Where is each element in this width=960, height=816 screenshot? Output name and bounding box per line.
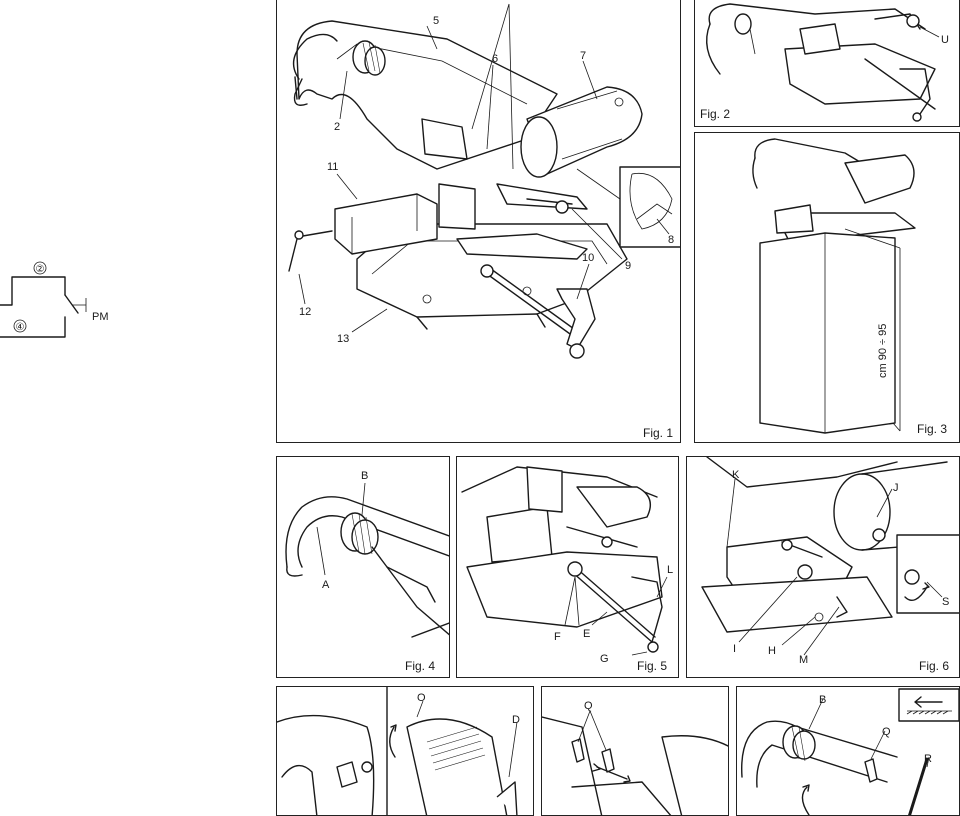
fig1-callout-5: 5 (433, 15, 439, 27)
terminal-bottom-label: ④ (16, 322, 25, 333)
figure-3-panel: cm 90 ÷ 95 Fig. 3 (694, 132, 960, 443)
fig6-callout-i: I (733, 643, 736, 655)
figure-2-panel: U Fig. 2 (694, 0, 960, 127)
schematic-drawing: ② ④ PM (0, 261, 109, 338)
fig5-caption: Fig. 5 (637, 659, 667, 673)
fig1-callout-11: 11 (327, 161, 338, 173)
fig1-callout-12: 12 (299, 306, 311, 318)
fig9-callout-q: Q (882, 726, 891, 738)
figure-7-drawing: O D (277, 687, 520, 815)
fig5-callout-f: F (554, 631, 561, 643)
fig6-caption: Fig. 6 (919, 659, 949, 673)
figure-9-panel: B Q R (736, 686, 960, 816)
fig1-callout-10: 10 (582, 252, 594, 264)
figure-9-drawing: B Q R (741, 688, 959, 815)
fig1-callout-13: 13 (337, 333, 349, 345)
figure-5-panel: L F E G Fig. 5 (456, 456, 679, 678)
fig1-callout-6: 6 (492, 53, 498, 65)
fig7-callout-d: D (512, 714, 520, 726)
switch-label: PM (92, 311, 109, 323)
fig9-callout-r: R (924, 753, 932, 765)
fig5-callout-e: E (583, 628, 590, 640)
fig8-callout-q: Q (584, 700, 593, 712)
figure-3-drawing: cm 90 ÷ 95 Fig. 3 (752, 138, 947, 436)
fig4-callout-a: A (322, 579, 330, 591)
fig5-callout-l: L (667, 564, 673, 576)
fig1-callout-2: 2 (334, 121, 340, 133)
figure-7-panel: O D (276, 686, 534, 816)
terminal-top-label: ② (36, 264, 45, 275)
fig6-callout-k: K (732, 469, 740, 481)
fig6-callout-h: H (768, 645, 776, 657)
fig1-caption: Fig. 1 (643, 426, 673, 440)
fig2-callout-u: U (941, 34, 949, 46)
fig4-callout-b: B (361, 470, 368, 482)
figure-5-drawing: L F E G Fig. 5 (461, 466, 673, 673)
fig1-callout-8: 8 (668, 234, 674, 246)
figure-4-drawing: B A Fig. 4 (285, 470, 449, 673)
fig1-callout-7: 7 (580, 50, 586, 62)
figure-1-drawing: 2 5 6 7 8 9 10 11 12 13 Fig. 1 (288, 3, 680, 440)
fig6-callout-m: M (799, 654, 808, 666)
fig3-height-label: cm 90 ÷ 95 (877, 324, 889, 378)
figure-8-drawing: Q (542, 700, 728, 815)
fig3-caption: Fig. 3 (917, 422, 947, 436)
figure-2-drawing: U Fig. 2 (700, 3, 949, 122)
figure-4-panel: B A Fig. 4 (276, 456, 450, 678)
fig4-caption: Fig. 4 (405, 659, 435, 673)
fig7-callout-o: O (417, 692, 426, 704)
fig5-callout-g: G (600, 653, 609, 665)
fig2-caption: Fig. 2 (700, 107, 730, 121)
fig6-callout-j: J (893, 482, 899, 494)
fig1-callout-9: 9 (625, 260, 631, 272)
switch-schematic: ② ④ PM (0, 255, 120, 345)
fig9-callout-b: B (819, 694, 826, 706)
fig6-callout-s: S (942, 596, 949, 608)
figure-8-panel: Q (541, 686, 729, 816)
figure-6-drawing: K J S I H M Fig. 6 (701, 457, 959, 673)
figure-1-panel: 2 5 6 7 8 9 10 11 12 13 Fig. 1 (276, 0, 681, 443)
figure-6-panel: K J S I H M Fig. 6 (686, 456, 960, 678)
